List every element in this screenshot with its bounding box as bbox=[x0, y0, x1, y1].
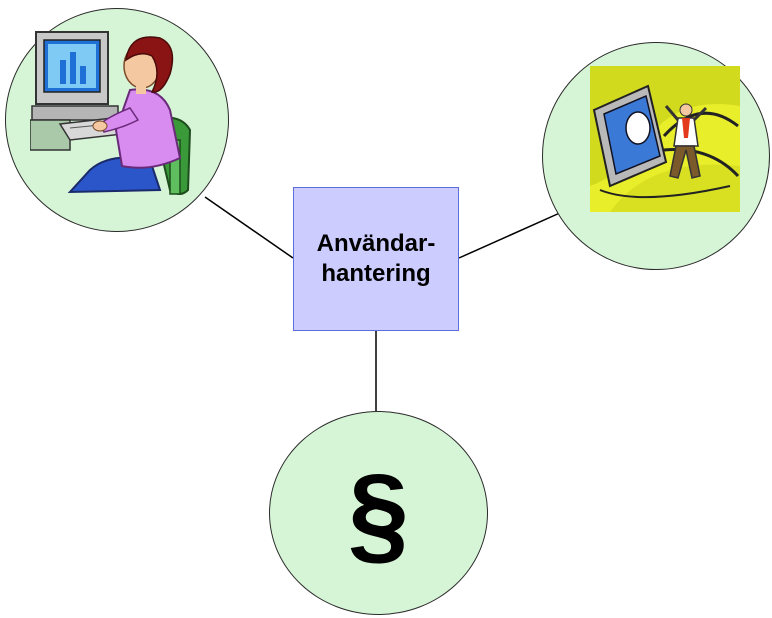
law-circle bbox=[269, 411, 488, 615]
technician-computer-icon bbox=[590, 66, 740, 212]
connector-user bbox=[204, 196, 294, 259]
center-label-line1: Användar- bbox=[316, 230, 436, 257]
section-sign: § bbox=[347, 451, 410, 575]
connector-admin bbox=[458, 211, 563, 259]
person-at-computer-icon bbox=[30, 31, 192, 195]
center-label-line2: hantering bbox=[321, 260, 431, 287]
user-management-box: Användar- hantering bbox=[293, 187, 459, 331]
